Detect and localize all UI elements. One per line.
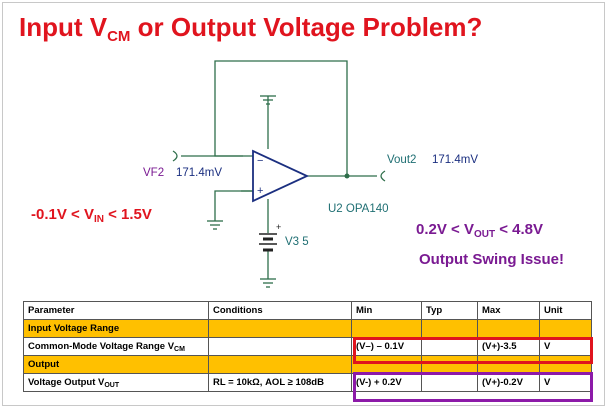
section-row-input: Input Voltage Range bbox=[23, 319, 592, 338]
min-common-mode: (V–) – 0.1V bbox=[351, 337, 422, 356]
table-row: Voltage Output VOUT RL = 10kΩ, AOL ≥ 108… bbox=[23, 373, 592, 392]
opamp-symbol bbox=[252, 149, 310, 203]
top-ground-icon bbox=[260, 95, 276, 105]
param-voltage-output: Voltage Output VOUT bbox=[23, 373, 209, 392]
section-label-output: Output bbox=[23, 355, 209, 374]
opamp-plus-pin: + bbox=[257, 185, 263, 197]
header-min: Min bbox=[351, 301, 422, 320]
output-range-highlight-box bbox=[353, 372, 593, 402]
slide-title: Input VCM or Output Voltage Problem? bbox=[19, 12, 483, 45]
vf2-value: 171.4mV bbox=[176, 167, 223, 179]
input-range-highlight-box bbox=[353, 337, 593, 364]
unit-common-mode: V bbox=[539, 337, 592, 356]
typ-common-mode bbox=[421, 337, 478, 356]
output-swing-issue-note: Output Swing Issue! bbox=[419, 251, 564, 268]
vf2-terminal-icon bbox=[172, 150, 178, 162]
param-common-mode-range: Common-Mode Voltage Range VCM bbox=[23, 337, 209, 356]
vout2-terminal-icon bbox=[380, 170, 386, 182]
vout2-name: Vout2 bbox=[387, 154, 417, 166]
table-header-row: Parameter Conditions Min Typ Max Unit bbox=[23, 301, 592, 320]
table-row: Common-Mode Voltage Range VCM (V–) – 0.1… bbox=[23, 337, 592, 356]
conditions-common-mode bbox=[208, 337, 352, 356]
unit-voltage-output: V bbox=[539, 373, 592, 392]
left-ground-icon bbox=[207, 220, 223, 230]
spec-table: Parameter Conditions Min Typ Max Unit In… bbox=[23, 301, 592, 392]
battery-plus-sign: + bbox=[276, 222, 281, 232]
conditions-voltage-output: RL = 10kΩ, AOL ≥ 108dB bbox=[208, 373, 352, 392]
bottom-ground-icon bbox=[260, 278, 276, 288]
min-voltage-output: (V-) + 0.2V bbox=[351, 373, 422, 392]
output-range-inequality: 0.2V < VOUT < 4.8V bbox=[416, 221, 544, 240]
max-voltage-output: (V+)-0.2V bbox=[477, 373, 540, 392]
input-range-inequality: -0.1V < VIN < 1.5V bbox=[31, 206, 152, 225]
section-label-input: Input Voltage Range bbox=[23, 319, 209, 338]
opamp-label: U2 OPA140 bbox=[328, 203, 389, 215]
vout2-value: 171.4mV bbox=[432, 154, 479, 166]
opamp-circuit-schematic: − + + bbox=[172, 60, 386, 288]
header-max: Max bbox=[477, 301, 540, 320]
feedback-wire bbox=[214, 60, 348, 176]
opamp-minus-pin: − bbox=[257, 155, 263, 167]
section-row-output: Output bbox=[23, 355, 592, 374]
slide: Input VCM or Output Voltage Problem? − + bbox=[2, 2, 605, 406]
header-unit: Unit bbox=[539, 301, 592, 320]
vf2-name: VF2 bbox=[143, 167, 165, 179]
ground-wire bbox=[214, 190, 253, 221]
output-junction-dot bbox=[344, 173, 350, 179]
battery-icon bbox=[259, 233, 277, 252]
supply-label: V3 5 bbox=[285, 236, 309, 248]
header-conditions: Conditions bbox=[208, 301, 352, 320]
header-typ: Typ bbox=[421, 301, 478, 320]
header-parameter: Parameter bbox=[23, 301, 209, 320]
